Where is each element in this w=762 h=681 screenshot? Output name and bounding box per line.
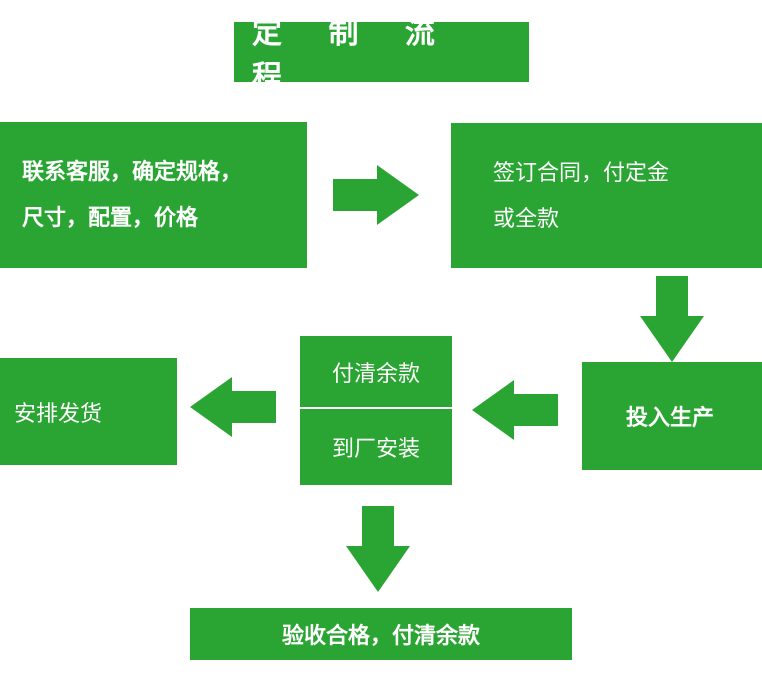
step-contact-line2: 尺寸，配置，价格 <box>22 206 199 231</box>
arrow-down-icon <box>640 276 704 362</box>
arrow-right-icon <box>333 165 419 225</box>
step-factory-install: 到厂安装 <box>300 409 452 485</box>
step-arrange-shipping: 安排发货 <box>0 358 177 465</box>
step-contract-line1: 签订合同，付定金 <box>493 161 670 186</box>
step-pay-balance: 付清余款 <box>300 336 452 407</box>
step-production: 投入生产 <box>582 362 762 470</box>
step-contact-service: 联系客服，确定规格， 尺寸，配置，价格 <box>0 122 307 268</box>
step-sign-contract: 签订合同，付定金 或全款 <box>451 123 762 268</box>
arrow-left-icon <box>190 377 276 437</box>
step-acceptance: 验收合格，付清余款 <box>190 608 572 660</box>
step-contact-line1: 联系客服，确定规格， <box>22 160 243 185</box>
step-contract-line2: 或全款 <box>493 207 560 232</box>
flow-title: 定 制 流 程 <box>234 16 529 95</box>
arrow-left-icon <box>472 380 558 440</box>
arrow-down-icon <box>346 506 410 592</box>
